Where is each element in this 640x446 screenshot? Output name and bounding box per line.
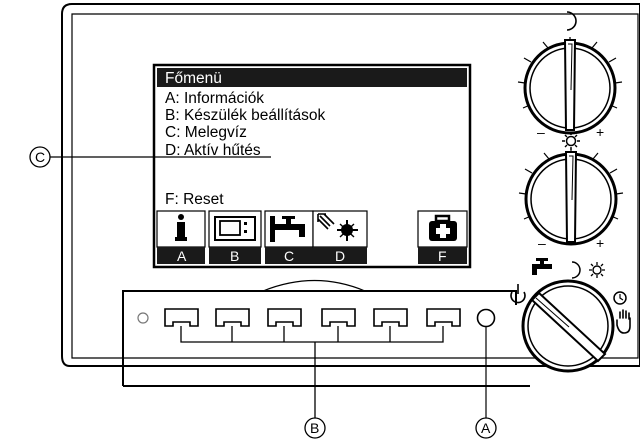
knob-top-minus: –: [537, 124, 545, 140]
lcd-display: Főmenü A: Információk B: Készülék beállí…: [152, 63, 472, 269]
moon-icon: [571, 261, 581, 279]
callout-c-label: C: [35, 149, 45, 165]
soft-key-d-label: D: [335, 248, 345, 264]
soft-key-f-label: F: [438, 248, 447, 264]
knob-mode[interactable]: [510, 258, 631, 373]
buttons-leader: [180, 326, 444, 418]
menu-item-a: A: Információk: [165, 90, 264, 107]
menu-item-f: F: Reset: [165, 191, 224, 208]
knob-middle[interactable]: – +: [518, 132, 624, 251]
info-icon: [175, 214, 187, 241]
function-button-2[interactable]: [215, 308, 250, 327]
function-button-4[interactable]: [321, 308, 356, 327]
soft-key-b-label: B: [230, 248, 239, 264]
knob-top[interactable]: – +: [517, 11, 623, 140]
knob-middle-plus: +: [596, 235, 604, 251]
callout-a-label: A: [481, 420, 491, 436]
soft-key-d[interactable]: D: [312, 210, 368, 264]
clock-icon: [613, 291, 627, 305]
menu-item-c: C: Melegvíz: [165, 124, 247, 141]
first-aid-case-icon: [429, 214, 457, 241]
power-icon: [510, 284, 526, 304]
device-settings-icon: [214, 216, 256, 241]
device-housing-inner: [71, 13, 639, 359]
knob-top-plus: +: [596, 124, 604, 140]
menu-item-d: D: Aktív hűtés: [165, 142, 261, 159]
hot-water-tap-icon: [270, 216, 305, 242]
menu-title-bar: [157, 68, 467, 87]
function-button-5[interactable]: [373, 308, 408, 327]
round-button[interactable]: [476, 308, 496, 328]
soft-key-c-label: C: [284, 248, 294, 264]
moon-icon: [566, 11, 577, 31]
menu-item-b: B: Készülék beállítások: [165, 107, 326, 124]
function-button-1[interactable]: [164, 308, 199, 327]
soft-key-a-label: A: [177, 248, 187, 264]
soft-key-a[interactable]: A: [156, 210, 206, 264]
callout-a: A: [475, 327, 497, 439]
soft-key-b[interactable]: B: [208, 210, 262, 264]
hand-icon: [616, 309, 631, 334]
knob-middle-minus: –: [538, 235, 546, 251]
callout-c: C: [29, 146, 271, 168]
indicator-led: [137, 312, 149, 324]
button-panel: [122, 279, 530, 418]
soft-key-c[interactable]: C: [264, 210, 314, 264]
callout-b-label: B: [310, 420, 319, 436]
tap-icon: [532, 258, 552, 275]
menu-title: Főmenü: [165, 70, 222, 87]
active-cooling-icon: [317, 213, 358, 241]
function-button-3[interactable]: [267, 308, 302, 327]
function-button-6[interactable]: [426, 308, 461, 327]
callout-b: B: [304, 417, 326, 439]
sun-icon: [589, 262, 605, 278]
soft-key-f[interactable]: F: [417, 210, 468, 264]
